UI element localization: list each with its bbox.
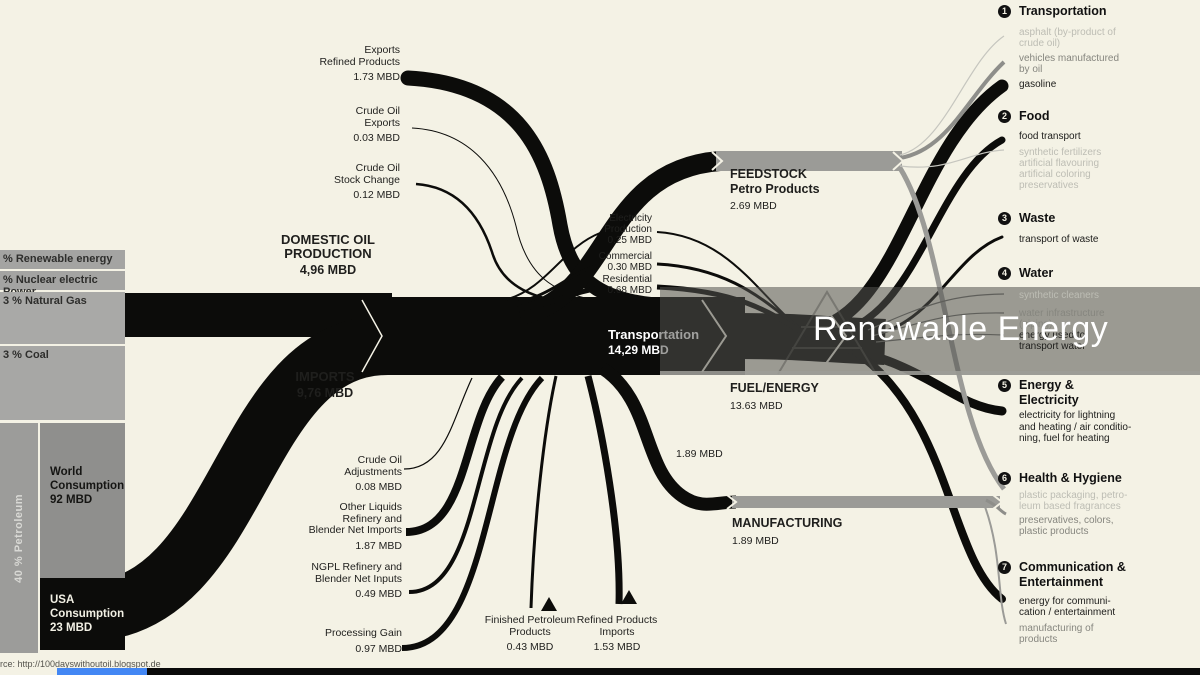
category-item: synthetic cleaners bbox=[1019, 290, 1100, 301]
flow-refined-imports bbox=[584, 375, 623, 605]
right-panel: 1 Transportation asphalt (by-product of c… bbox=[998, 0, 1198, 675]
category-number-badge: 6 bbox=[998, 472, 1011, 485]
category-transportation: 1 Transportation asphalt (by-product of c… bbox=[998, 4, 1198, 90]
category-food: 2 Food food transport synthetic fertilize… bbox=[998, 109, 1198, 191]
category-item: vehicles manufactured by oil bbox=[1019, 53, 1120, 75]
category-number-badge: 3 bbox=[998, 212, 1011, 225]
category-title: Health & Hygiene bbox=[1019, 471, 1122, 485]
category-title: Water bbox=[1019, 266, 1054, 280]
category-title: Food bbox=[1019, 109, 1050, 123]
arrowhead-finished bbox=[541, 597, 557, 611]
flow-other-liquids bbox=[405, 374, 506, 536]
category-water: 4 Water synthetic cleaners water infrastr… bbox=[998, 266, 1198, 352]
category-communication-entertainment: 7 Communication & Entertainment energy fo… bbox=[998, 560, 1198, 645]
energy-mix-bar-coal: 3 % Coal bbox=[0, 346, 125, 420]
category-title: Transportation bbox=[1019, 4, 1107, 18]
category-number-badge: 4 bbox=[998, 267, 1011, 280]
renewable-energy-overlay-band bbox=[660, 287, 1200, 375]
category-item: energy used to transport water bbox=[1019, 330, 1086, 352]
category-item: transport of waste bbox=[1019, 234, 1099, 245]
chevron-manufacturing-end bbox=[992, 494, 1004, 510]
category-title: Energy & Electricity bbox=[1019, 378, 1079, 407]
arrowhead-refined bbox=[621, 590, 637, 604]
category-item: manufacturing of products bbox=[1019, 623, 1094, 645]
chevron-feedstock-start bbox=[711, 151, 724, 171]
flow-processing-gain bbox=[401, 375, 545, 651]
category-health-hygiene: 6 Health & Hygiene plastic packaging, pet… bbox=[998, 471, 1198, 537]
category-item: water infrastructure (piping) bbox=[1019, 308, 1105, 330]
label-other-liquids: Other Liquids Refinery and Blender Net I… bbox=[308, 501, 402, 552]
flow-commercial-stub bbox=[499, 263, 601, 307]
energy-mix-bar-nuclear: % Nuclear electric Power bbox=[0, 271, 125, 298]
category-item: energy for communi- cation / entertainme… bbox=[1019, 596, 1116, 618]
category-title: Waste bbox=[1019, 211, 1056, 225]
category-waste: 3 Waste transport of waste bbox=[998, 211, 1198, 245]
petroleum-strip: 40 % Petroleum bbox=[0, 423, 38, 653]
category-number-badge: 1 bbox=[998, 5, 1011, 18]
chevron-feedstock-end bbox=[892, 151, 905, 171]
bar-label: 3 % Natural Gas bbox=[3, 295, 87, 307]
source-note: rce: http://100dayswithoutoil.blogspot.d… bbox=[0, 659, 161, 669]
category-title: Communication & Entertainment bbox=[1019, 560, 1126, 589]
flow-vehicles bbox=[899, 60, 1006, 160]
flow-imports bbox=[80, 315, 390, 642]
category-item: gasoline bbox=[1019, 79, 1057, 90]
flow-preservatives bbox=[985, 498, 1007, 516]
energy-mix-bar-renewable: % Renewable energy bbox=[0, 250, 125, 269]
category-number-badge: 5 bbox=[998, 379, 1011, 392]
category-item: food transport bbox=[1019, 131, 1081, 142]
flow-ngpl bbox=[408, 376, 524, 594]
video-progress-fill bbox=[57, 668, 147, 675]
flow-communication bbox=[852, 348, 1006, 603]
flow-crude-adjustments bbox=[403, 377, 473, 470]
flow-manufacturing-black bbox=[598, 362, 737, 511]
flow-asphalt bbox=[899, 35, 1005, 156]
overlay-title: Renewable Energy bbox=[813, 310, 1109, 348]
category-item: asphalt (by-product of crude oil) bbox=[1019, 27, 1116, 49]
category-number-badge: 2 bbox=[998, 110, 1011, 123]
category-item: synthetic fertilizers artificial flavour… bbox=[1019, 147, 1102, 191]
flow-manufactured-products bbox=[983, 503, 1007, 625]
chevron-trunk-start bbox=[361, 299, 383, 373]
label-manufacturing-flow-value: 1.89 MBD bbox=[676, 448, 723, 460]
category-energy-electricity: 5 Energy & Electricity electricity for li… bbox=[998, 378, 1198, 445]
flow-exports-refined bbox=[400, 70, 663, 313]
category-item: plastic packaging, petro- leum based fra… bbox=[1019, 490, 1128, 512]
category-item: preservatives, colors, plastic products bbox=[1019, 515, 1114, 537]
video-progress-track[interactable] bbox=[57, 668, 1200, 675]
usa-consumption-box: USA Consumption 23 MBD bbox=[40, 578, 125, 650]
category-number-badge: 7 bbox=[998, 561, 1011, 574]
world-consumption-box: World Consumption 92 MBD bbox=[40, 423, 125, 578]
category-item: electricity for lightning and heating / … bbox=[1019, 410, 1132, 444]
flow-finished-petroleum bbox=[529, 375, 558, 609]
chevron-manufacturing-start bbox=[726, 494, 738, 510]
energy-mix-bar-natural-gas: 3 % Natural Gas bbox=[0, 292, 125, 344]
flow-electricity-stub bbox=[504, 232, 601, 301]
flow-fertilizers bbox=[899, 149, 1005, 168]
petroleum-label: 40 % Petroleum bbox=[13, 493, 25, 583]
flow-residential-stub bbox=[495, 285, 601, 314]
bar-label: % Renewable energy bbox=[3, 253, 113, 265]
bar-label: 3 % Coal bbox=[3, 349, 49, 361]
